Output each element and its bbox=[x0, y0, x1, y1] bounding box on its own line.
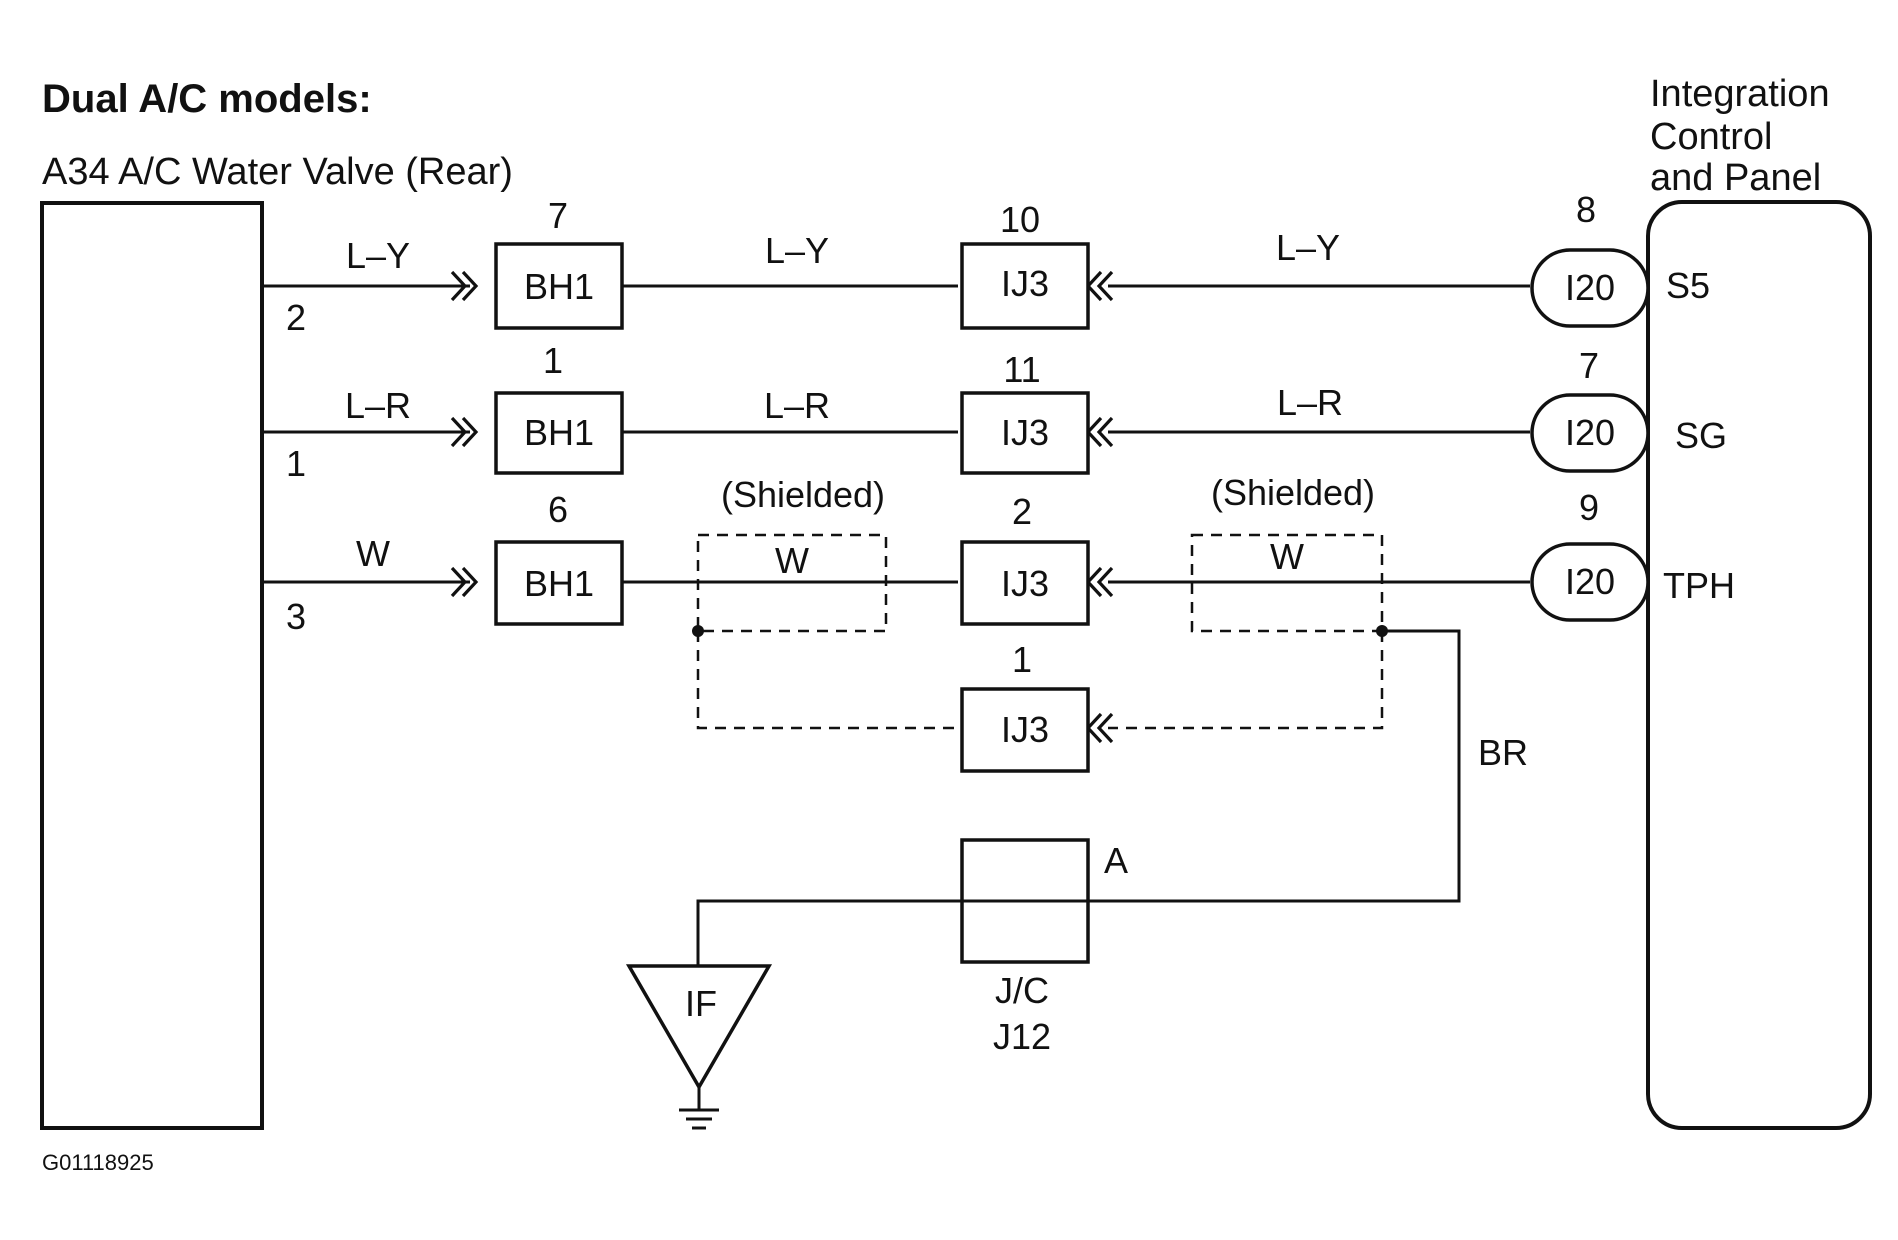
connector-i20-row2 bbox=[1530, 393, 1650, 473]
ij3-pin-row1: 10 bbox=[1000, 199, 1040, 240]
connector-bh1-row3 bbox=[494, 540, 624, 626]
panel-terminal-tph: TPH bbox=[1663, 565, 1735, 606]
ij3-name-row2: IJ3 bbox=[1001, 412, 1049, 453]
valve-pin-row1: 2 bbox=[286, 297, 306, 338]
connector-i20-row3 bbox=[1530, 542, 1650, 622]
ground-label: IF bbox=[685, 983, 717, 1024]
shield-drain-left bbox=[696, 631, 958, 730]
bh1-pin-row3: 6 bbox=[548, 489, 568, 530]
wire-label-ground: BR bbox=[1478, 732, 1528, 773]
wire-label-row1-mid: L–Y bbox=[765, 230, 829, 271]
connector-i20-row1 bbox=[1530, 248, 1650, 328]
integration-panel-block bbox=[1646, 200, 1872, 1130]
panel-label-line-2: Control bbox=[1650, 116, 1773, 158]
i20-pin-row1: 8 bbox=[1576, 189, 1596, 230]
ij3-pin-row3: 2 bbox=[1012, 491, 1032, 532]
connector-ij3-row2 bbox=[960, 391, 1090, 475]
valve-pin-row3: 3 bbox=[286, 596, 306, 637]
shielded-label-left: (Shielded) bbox=[721, 474, 885, 515]
shield-box-left bbox=[696, 533, 888, 633]
connector-ij3-row1 bbox=[960, 242, 1090, 330]
wire-br-ground bbox=[696, 629, 1461, 966]
ij3-pin-row2: 11 bbox=[1003, 349, 1040, 390]
wire-label-row2-left: L–R bbox=[345, 385, 411, 426]
panel-label-line-3: and Panel bbox=[1650, 157, 1821, 199]
ground-triangle bbox=[625, 964, 773, 1091]
i20-name-row2: I20 bbox=[1565, 412, 1615, 453]
wire-label-row3-right: W bbox=[1270, 536, 1304, 577]
junction-pin-a: A bbox=[1104, 840, 1128, 881]
panel-terminal-sg: SG bbox=[1675, 415, 1727, 456]
bh1-name-row3: BH1 bbox=[524, 563, 594, 604]
ij3-pin-shield: 1 bbox=[1012, 639, 1032, 680]
shield-drain-right bbox=[1108, 631, 1384, 730]
water-valve-block bbox=[40, 201, 264, 1130]
wire-label-row1-right: L–Y bbox=[1276, 227, 1340, 268]
wire-label-row2-right: L–R bbox=[1277, 382, 1343, 423]
panel-label-line-1: Integration bbox=[1650, 73, 1830, 115]
ij3-name-shield: IJ3 bbox=[1001, 709, 1049, 750]
connector-bh1-row1 bbox=[494, 242, 624, 330]
junction-label-line-1: J/C bbox=[995, 970, 1049, 1011]
diagram-heading: Dual A/C models: bbox=[42, 77, 372, 121]
figure-id: G01118925 bbox=[42, 1150, 154, 1175]
junction-label-line-2: J12 bbox=[993, 1016, 1051, 1057]
i20-pin-row2: 7 bbox=[1579, 345, 1599, 386]
ij3-name-row3: IJ3 bbox=[1001, 563, 1049, 604]
bh1-pin-row1: 7 bbox=[548, 195, 568, 236]
wire-label-row3-left: W bbox=[356, 533, 390, 574]
connector-bh1-row2 bbox=[494, 391, 624, 475]
bh1-pin-row2: 1 bbox=[543, 340, 563, 381]
connector-ij3-row3 bbox=[960, 540, 1090, 626]
wire-label-row3-mid: W bbox=[775, 540, 809, 581]
panel-terminal-s5: S5 bbox=[1666, 265, 1710, 306]
i20-name-row3: I20 bbox=[1565, 561, 1615, 602]
shielded-label-right: (Shielded) bbox=[1211, 472, 1375, 513]
i20-name-row1: I20 bbox=[1565, 267, 1615, 308]
shield-box-right bbox=[1190, 533, 1384, 633]
junction-j12 bbox=[960, 838, 1090, 964]
shield-node-left bbox=[692, 625, 704, 637]
valve-pin-row2: 1 bbox=[286, 443, 306, 484]
i20-pin-row3: 9 bbox=[1579, 487, 1599, 528]
wire-label-row2-mid: L–R bbox=[764, 385, 830, 426]
bh1-name-row2: BH1 bbox=[524, 412, 594, 453]
wire-label-row1-left: L–Y bbox=[346, 235, 410, 276]
valve-label: A34 A/C Water Valve (Rear) bbox=[42, 151, 513, 193]
connector-ij3-shield bbox=[960, 687, 1090, 773]
ij3-name-row1: IJ3 bbox=[1001, 263, 1049, 304]
bh1-name-row1: BH1 bbox=[524, 266, 594, 307]
